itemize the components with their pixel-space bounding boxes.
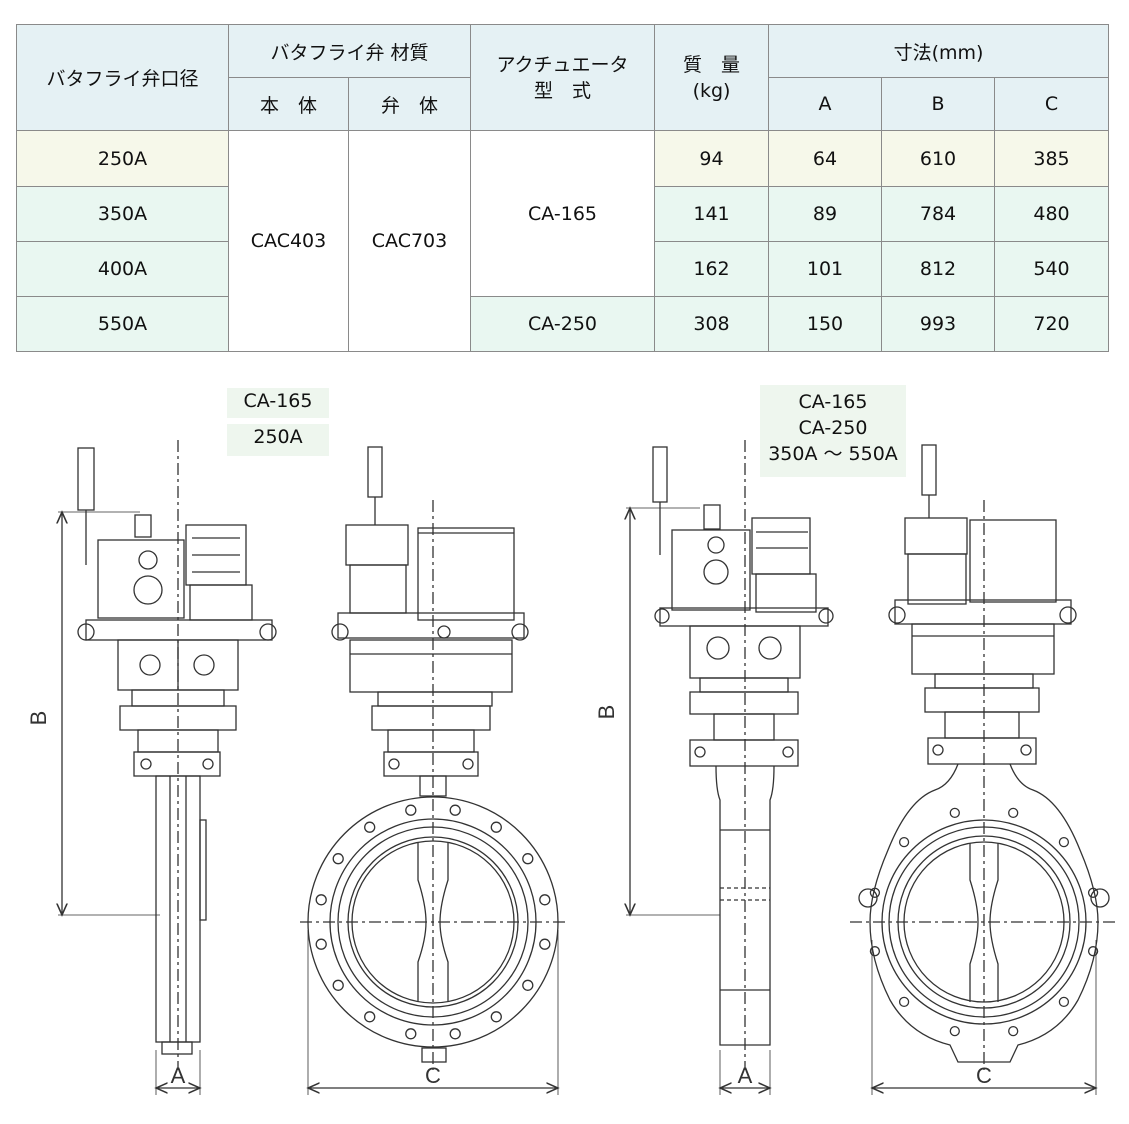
flange-bolt bbox=[1087, 946, 1099, 957]
left-flange-bolts bbox=[315, 804, 551, 1040]
flange-bolt bbox=[869, 946, 881, 957]
left-dim-a-label: A bbox=[171, 1063, 186, 1088]
right-front-view: C bbox=[850, 444, 1118, 1095]
cell-disc-material: CAC703 bbox=[347, 130, 472, 352]
right-side-view: B A bbox=[594, 440, 834, 1095]
flange-bolt bbox=[1058, 836, 1070, 848]
left-dim-c-label: C bbox=[425, 1063, 441, 1088]
table-row: 400A 162 101 812 540 bbox=[16, 241, 1110, 297]
left-front-view: C bbox=[300, 446, 566, 1095]
right-flange-bolts bbox=[869, 807, 1099, 1037]
cell-size: 400A bbox=[16, 241, 229, 297]
right-drawing-model2: CA-250 bbox=[798, 417, 868, 439]
flange-bolt bbox=[449, 804, 461, 816]
flange-bolt bbox=[898, 836, 910, 848]
cell-dim-c: 385 bbox=[994, 130, 1110, 187]
table-row: 550A CA-250 308 150 993 720 bbox=[16, 296, 1110, 352]
right-drawing-model1: CA-165 bbox=[798, 391, 868, 413]
left-drawing-size-label: 250A bbox=[227, 424, 329, 456]
flange-bolt bbox=[522, 979, 534, 991]
table-row: 250A CAC403 CAC703 CA-165 94 64 610 385 bbox=[16, 130, 1110, 352]
flange-bolt bbox=[315, 938, 327, 950]
right-dim-a-label: A bbox=[738, 1063, 753, 1088]
header-actuator-line2: 型 式 bbox=[534, 79, 592, 102]
flange-bolt bbox=[522, 853, 534, 865]
flange-bolt bbox=[898, 996, 910, 1008]
flange-bolt bbox=[1087, 887, 1099, 898]
flange-bolt bbox=[949, 1025, 960, 1037]
cell-dim-b: 812 bbox=[881, 241, 996, 297]
flange-bolt bbox=[405, 804, 417, 816]
cell-mass: 162 bbox=[654, 241, 770, 297]
header-dim-c: C bbox=[994, 77, 1110, 131]
flange-bolt bbox=[364, 821, 376, 833]
flange-bolt bbox=[949, 807, 960, 819]
cell-dim-a: 101 bbox=[768, 241, 883, 297]
cell-size: 550A bbox=[16, 296, 229, 352]
header-dim-b: B bbox=[881, 77, 996, 131]
cell-mass: 94 bbox=[654, 130, 770, 187]
table-row: 350A 141 89 784 480 bbox=[16, 186, 1110, 242]
flange-bolt bbox=[332, 979, 344, 991]
flange-bolt bbox=[449, 1028, 461, 1040]
header-disc: 弁 体 bbox=[347, 77, 472, 131]
flange-bolt bbox=[539, 938, 551, 950]
right-dim-c-label: C bbox=[976, 1063, 992, 1088]
right-drawing-size-range: 350A ～ 550A bbox=[768, 443, 898, 465]
cell-actuator-large: CA-250 bbox=[470, 296, 656, 352]
header-actuator: アクチュエータ 型 式 bbox=[470, 24, 656, 131]
header-body: 本 体 bbox=[228, 77, 349, 131]
flange-bolt bbox=[869, 887, 881, 898]
flange-bolt bbox=[1008, 1025, 1019, 1037]
header-mass-line1: 質 量 bbox=[683, 53, 741, 76]
cell-mass: 308 bbox=[654, 296, 770, 352]
flange-bolt bbox=[332, 853, 344, 865]
header-size: バタフライ弁口径 bbox=[16, 24, 229, 131]
left-drawing-model-label: CA-165 bbox=[227, 388, 329, 418]
flange-bolt bbox=[539, 894, 551, 906]
header-mass: 質 量 (kg) bbox=[654, 24, 770, 131]
cell-dim-c: 720 bbox=[994, 296, 1110, 352]
spec-table: バタフライ弁口径 バタフライ弁 材質 アクチュエータ 型 式 質 量 (kg) … bbox=[16, 24, 1110, 352]
flange-bolt bbox=[405, 1028, 417, 1040]
cell-dim-b: 610 bbox=[881, 130, 996, 187]
cell-dim-a: 150 bbox=[768, 296, 883, 352]
cell-dim-c: 480 bbox=[994, 186, 1110, 242]
left-dim-b-label: B bbox=[26, 711, 51, 726]
cell-dim-a: 89 bbox=[768, 186, 883, 242]
flange-bolt bbox=[1058, 996, 1070, 1008]
header-actuator-line1: アクチュエータ bbox=[496, 53, 629, 76]
right-dim-b-label: B bbox=[594, 705, 619, 720]
header-material: バタフライ弁 材質 bbox=[227, 24, 472, 78]
flange-bolt bbox=[1008, 807, 1019, 819]
flange-bolt bbox=[490, 1011, 502, 1023]
cell-size: 250A bbox=[16, 130, 229, 187]
cell-dim-b: 993 bbox=[881, 296, 996, 352]
cell-dim-b: 784 bbox=[881, 186, 996, 242]
left-side-view: B A bbox=[26, 440, 277, 1095]
header-mass-line2: (kg) bbox=[692, 79, 731, 102]
cell-body-material: CAC403 bbox=[228, 130, 349, 352]
right-drawing-label: CA-165 CA-250 350A ～ 550A bbox=[760, 385, 906, 477]
flange-bolt bbox=[315, 894, 327, 906]
flange-bolt bbox=[490, 821, 502, 833]
header-dims: 寸法(mm) bbox=[768, 24, 1110, 78]
flange-bolt bbox=[364, 1011, 376, 1023]
cell-dim-c: 540 bbox=[994, 241, 1110, 297]
cell-actuator-small: CA-165 bbox=[470, 130, 656, 297]
